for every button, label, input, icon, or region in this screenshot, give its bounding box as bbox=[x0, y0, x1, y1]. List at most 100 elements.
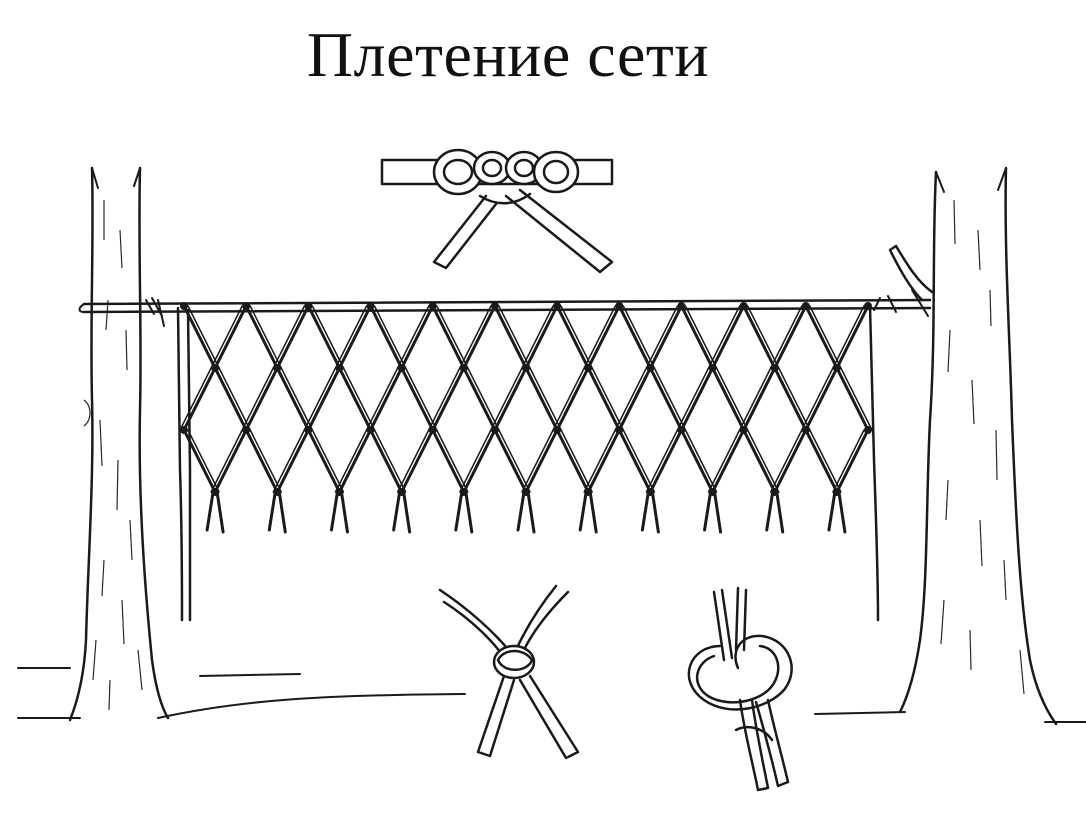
net-cord bbox=[498, 429, 531, 493]
net-cord bbox=[773, 428, 808, 494]
net-cord bbox=[679, 366, 715, 432]
net-knot bbox=[553, 302, 562, 310]
net-cord bbox=[588, 490, 598, 534]
net-cord bbox=[218, 367, 251, 431]
net-cord bbox=[306, 428, 341, 494]
ground-lines bbox=[17, 667, 1086, 723]
net-mesh bbox=[179, 302, 873, 534]
net-cord bbox=[679, 304, 715, 370]
crossing-knot-icon bbox=[438, 584, 580, 760]
net-knot bbox=[366, 302, 375, 310]
net-knot bbox=[708, 364, 717, 372]
net-cord bbox=[840, 367, 873, 431]
net-cord bbox=[334, 429, 368, 493]
net-cord bbox=[467, 367, 500, 431]
side-cords bbox=[176, 304, 880, 622]
net-cord bbox=[801, 367, 834, 431]
net-cord bbox=[272, 429, 306, 493]
net-cord bbox=[267, 490, 277, 532]
net-cord bbox=[277, 490, 287, 534]
net-cord bbox=[210, 305, 243, 369]
net-cord bbox=[684, 305, 718, 369]
net-knot bbox=[739, 302, 748, 310]
net-cord bbox=[521, 305, 554, 369]
net-cord bbox=[213, 304, 248, 370]
net-cord bbox=[707, 429, 741, 493]
net-cord bbox=[617, 304, 652, 370]
net-cord bbox=[742, 366, 777, 432]
net-knot bbox=[180, 302, 188, 310]
net-cord bbox=[648, 304, 683, 370]
net-cord bbox=[809, 305, 842, 369]
net-cord bbox=[746, 305, 780, 369]
net-knot bbox=[864, 426, 872, 434]
net-knot bbox=[304, 426, 313, 434]
net-knot bbox=[490, 426, 499, 434]
net-cord bbox=[435, 429, 469, 493]
net-cord bbox=[369, 366, 404, 432]
net-cord bbox=[524, 428, 559, 494]
net-cord bbox=[775, 490, 785, 534]
net-knot bbox=[864, 302, 872, 310]
net-knot bbox=[615, 302, 624, 310]
net-cord bbox=[827, 490, 837, 532]
net-cord bbox=[617, 366, 652, 432]
net-cord bbox=[272, 305, 306, 369]
net-cord bbox=[311, 305, 345, 369]
net-cord bbox=[210, 429, 243, 493]
net-cord bbox=[435, 305, 469, 369]
net-cord bbox=[653, 367, 687, 431]
net-cord bbox=[462, 428, 497, 494]
net-cord bbox=[809, 429, 842, 493]
net-cord bbox=[614, 367, 648, 431]
net-cord bbox=[205, 490, 215, 532]
net-cord bbox=[369, 428, 404, 494]
net-cord bbox=[215, 490, 225, 534]
net-knot bbox=[553, 426, 562, 434]
net-cord bbox=[459, 429, 492, 493]
net-knot bbox=[428, 302, 437, 310]
net-cord bbox=[275, 304, 310, 370]
net-cord bbox=[244, 304, 279, 370]
net-cord bbox=[524, 366, 559, 432]
tree-left-icon bbox=[68, 166, 170, 722]
net-cord bbox=[431, 428, 466, 494]
net-knot bbox=[646, 364, 655, 372]
net-cord bbox=[249, 305, 283, 369]
net-cord bbox=[213, 366, 248, 432]
net-cord bbox=[703, 490, 713, 532]
net-knot bbox=[522, 364, 530, 372]
net-knot bbox=[273, 364, 282, 372]
net-cord bbox=[645, 429, 679, 493]
net-cord bbox=[555, 366, 590, 432]
net-cord bbox=[711, 428, 746, 494]
net-cord bbox=[586, 304, 621, 370]
net-cord bbox=[524, 304, 559, 370]
net-cord bbox=[275, 428, 310, 494]
tree-right-icon bbox=[888, 166, 1058, 726]
net-cord bbox=[493, 304, 528, 370]
net-cord bbox=[498, 305, 531, 369]
net-cord bbox=[835, 428, 870, 494]
net-cord bbox=[275, 366, 310, 432]
net-cord bbox=[835, 304, 870, 370]
net-knot bbox=[801, 426, 810, 434]
net-cord bbox=[684, 429, 718, 493]
net-knot bbox=[428, 426, 437, 434]
net-cord bbox=[373, 305, 407, 369]
net-cord bbox=[493, 366, 528, 432]
net-cord bbox=[187, 305, 220, 369]
net-cord bbox=[490, 367, 523, 431]
net-cord bbox=[832, 305, 865, 369]
net-cord bbox=[746, 429, 780, 493]
head-rope bbox=[78, 289, 932, 327]
net-cord bbox=[715, 367, 749, 431]
net-cord bbox=[521, 429, 554, 493]
net-cord bbox=[648, 366, 683, 432]
net-cord bbox=[179, 367, 212, 431]
net-cord bbox=[713, 490, 723, 534]
net-cord bbox=[837, 490, 847, 534]
net-cord bbox=[182, 428, 217, 494]
net-cord bbox=[404, 367, 438, 431]
net-knot bbox=[739, 426, 748, 434]
